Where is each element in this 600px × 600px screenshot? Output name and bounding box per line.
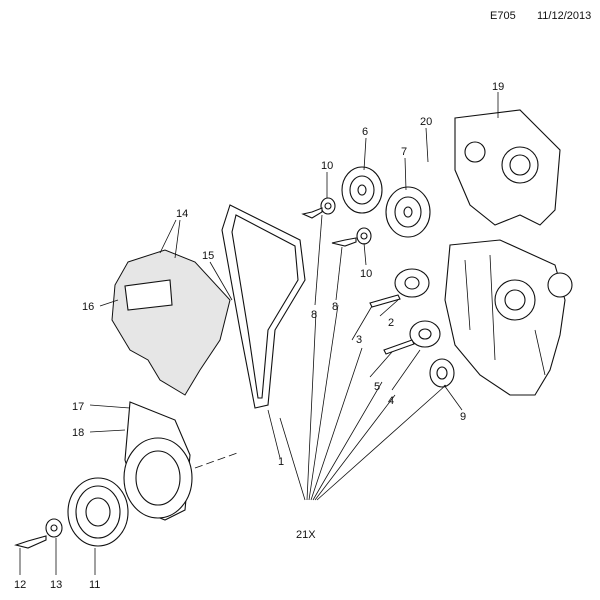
washer-13 [45,518,63,538]
bolt-upper [301,207,323,219]
callout-11: 11 [89,579,100,591]
idler-pulley-5 [383,320,441,355]
crankshaft-pulley [67,477,129,547]
bolt-12 [14,535,47,549]
camshaft-sprocket-6 [341,166,383,214]
washer-10-lower [356,227,372,245]
callout-labels: 19 20 6 7 10 10 14 15 16 8 8 2 3 5 4 9 1… [14,81,504,591]
callout-7: 7 [401,146,407,158]
washer-10-upper [320,197,336,215]
diagram-code: E705 [490,10,516,22]
callout-8-right: 8 [332,301,338,313]
callout-5: 5 [374,381,380,393]
tensioner-pulley-2 [369,268,430,308]
rear-timing-cover [454,109,561,226]
diagram-date: 11/12/2013 [537,10,592,22]
callout-19: 19 [492,81,504,93]
callout-16: 16 [82,301,94,313]
callout-21x: 21X [296,529,316,541]
callout-3: 3 [356,334,362,346]
callout-10-upper: 10 [321,160,333,172]
camshaft-sprocket-7 [385,186,431,238]
callout-18: 18 [72,427,84,439]
callout-8-left: 8 [311,309,317,321]
callout-6: 6 [362,126,368,138]
callout-10-lower: 10 [360,268,372,280]
callout-2: 2 [388,317,394,329]
leader-lines [19,92,499,575]
callout-17: 17 [72,401,84,413]
engine-block [444,239,573,396]
callout-13: 13 [50,579,62,591]
callout-4: 4 [388,395,394,407]
front-timing-cover [111,249,231,396]
callout-14: 14 [176,208,188,220]
callout-9: 9 [460,411,466,423]
callout-15: 15 [202,250,214,262]
callout-1: 1 [278,456,284,468]
callout-20: 20 [420,116,432,128]
timing-belt [221,204,306,409]
crank-sprocket-9 [429,358,455,388]
bolt-lower [331,237,357,247]
lower-timing-cover [123,401,193,521]
callout-12: 12 [14,579,26,591]
